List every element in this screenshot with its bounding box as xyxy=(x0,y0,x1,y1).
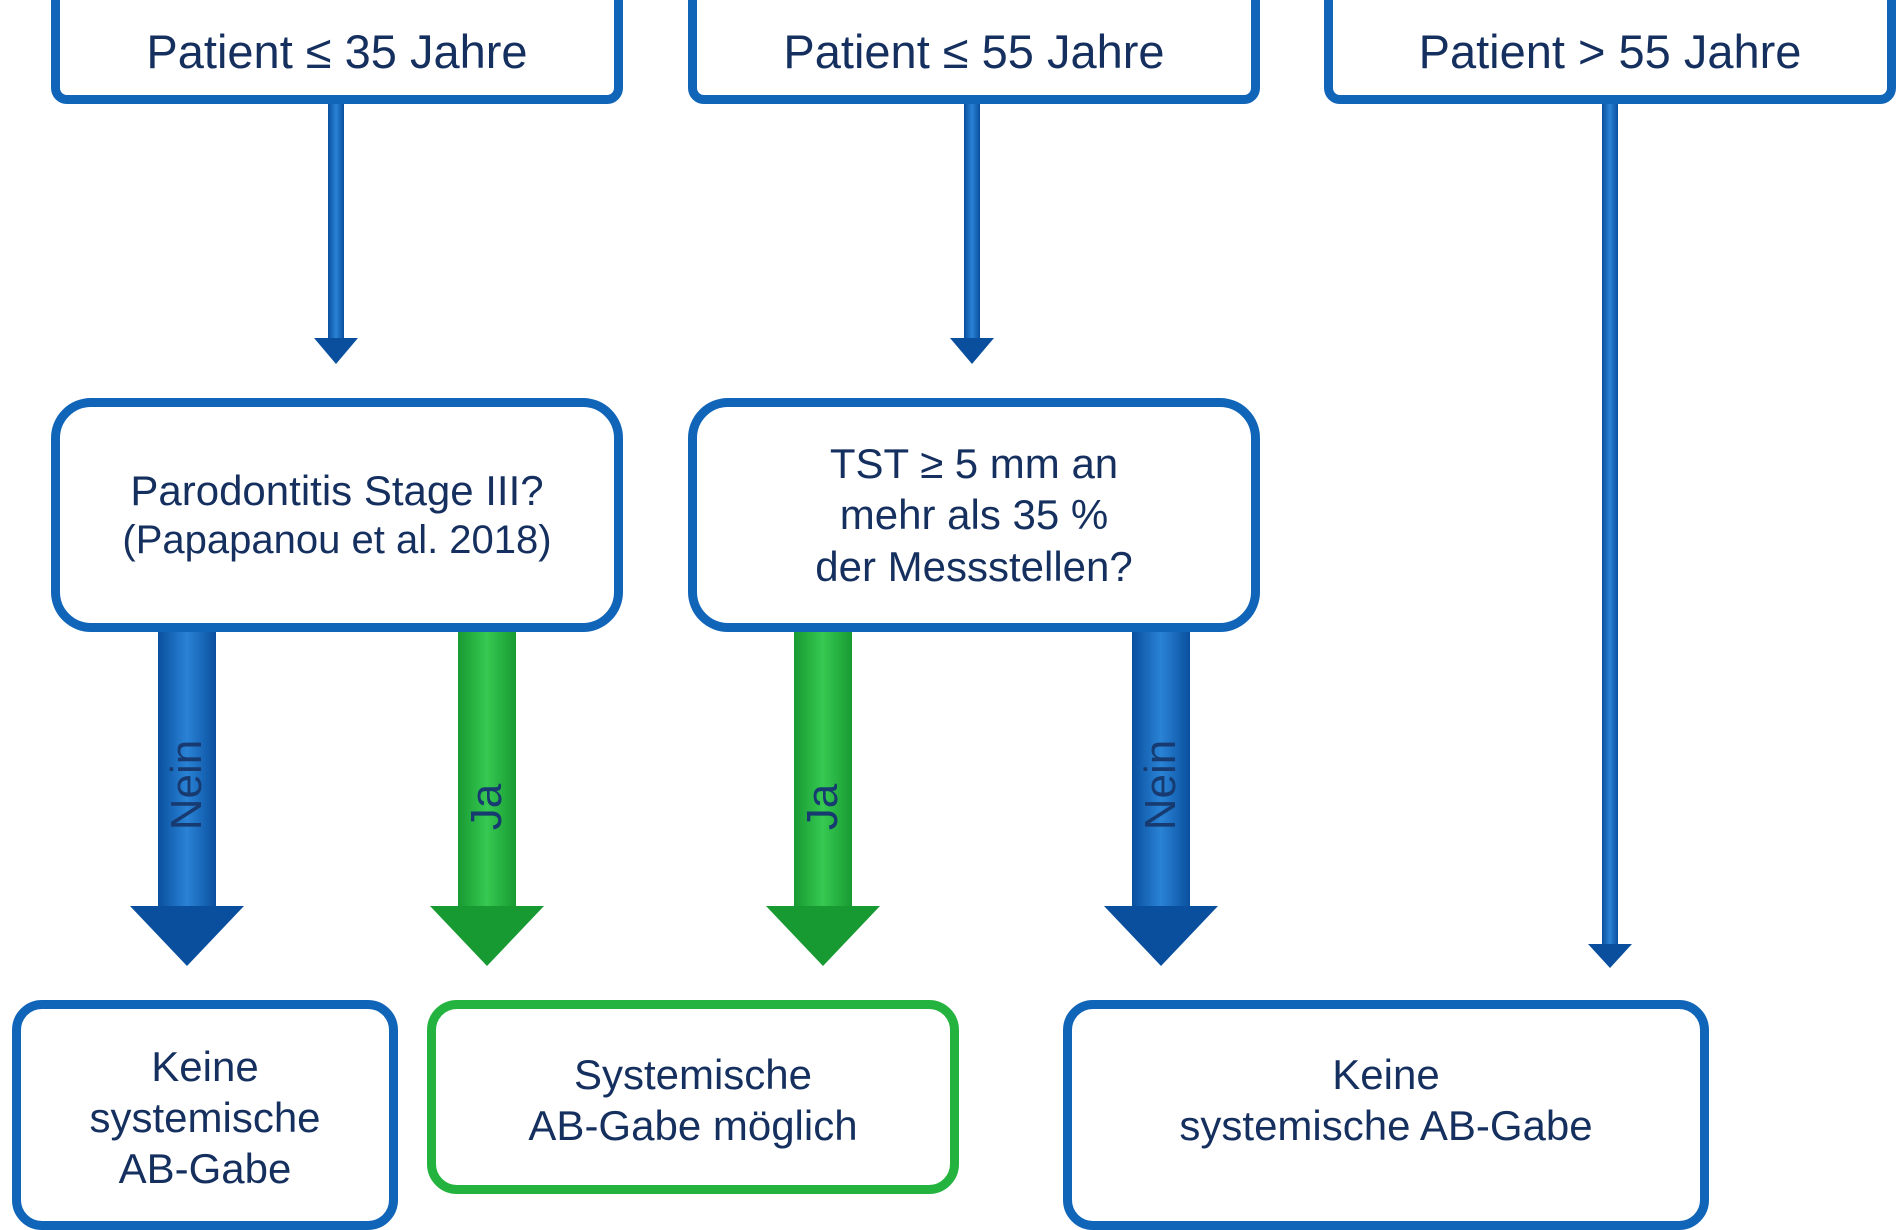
node-result-none-left-line-2: systemische xyxy=(89,1094,321,1142)
node-result-possible-line-1: Systemische xyxy=(573,1051,813,1098)
node-age-le-55-text: Patient ≤ 55 Jahre xyxy=(783,25,1165,79)
antibiotic-decision-flowchart: Nein Ja Ja Nein Patient ≤ 35 Jahre Patie… xyxy=(12,0,1896,1230)
node-result-none-right-line-1: Keine xyxy=(1332,1051,1440,1098)
node-question-tst-line-1: TST ≥ 5 mm an xyxy=(829,440,1119,488)
node-age-gt-55: Patient > 55 Jahre xyxy=(1324,0,1896,104)
node-age-le-35-text: Patient ≤ 35 Jahre xyxy=(146,25,528,79)
node-result-none-left-line-1: Keine xyxy=(151,1043,259,1090)
connector-age-le-35-to-stage3 xyxy=(314,100,358,364)
node-age-gt-55-text: Patient > 55 Jahre xyxy=(1418,25,1802,79)
node-result-possible-line-2: AB-Gabe möglich xyxy=(528,1102,858,1150)
arrow-nein-right xyxy=(1104,630,1218,966)
node-result-possible: Systemische AB-Gabe möglich xyxy=(427,1000,959,1194)
node-result-none-right-line-2: systemische AB-Gabe xyxy=(1179,1102,1593,1150)
node-question-stage3-line-2: (Papapanou et al. 2018) xyxy=(122,518,552,563)
label-nein-right: Nein xyxy=(1136,739,1185,831)
connector-age-gt-55-to-result xyxy=(1588,100,1632,968)
node-result-none-right: Keine systemische AB-Gabe xyxy=(1063,1000,1709,1230)
connector-layer xyxy=(130,100,1632,968)
node-question-stage3: Parodontitis Stage III? (Papapanou et al… xyxy=(51,398,623,632)
node-result-none-left: Keine systemische AB-Gabe xyxy=(12,1000,398,1230)
node-age-le-35: Patient ≤ 35 Jahre xyxy=(51,0,623,104)
label-ja-right: Ja xyxy=(798,783,847,831)
node-question-tst-line-2: mehr als 35 % xyxy=(839,491,1109,539)
node-question-stage3-line-1: Parodontitis Stage III? xyxy=(130,466,544,514)
node-question-tst: TST ≥ 5 mm an mehr als 35 % der Messstel… xyxy=(688,398,1260,632)
node-question-tst-line-3: der Messstellen? xyxy=(815,542,1133,590)
arrow-ja-left xyxy=(430,630,544,966)
arrow-nein-left xyxy=(130,630,244,966)
connector-age-le-55-to-tst xyxy=(950,100,994,364)
node-age-le-55: Patient ≤ 55 Jahre xyxy=(688,0,1260,104)
node-result-none-left-line-3: AB-Gabe xyxy=(118,1145,292,1193)
arrow-ja-right xyxy=(766,630,880,966)
label-nein-left: Nein xyxy=(162,739,211,831)
label-ja-left: Ja xyxy=(462,783,511,831)
